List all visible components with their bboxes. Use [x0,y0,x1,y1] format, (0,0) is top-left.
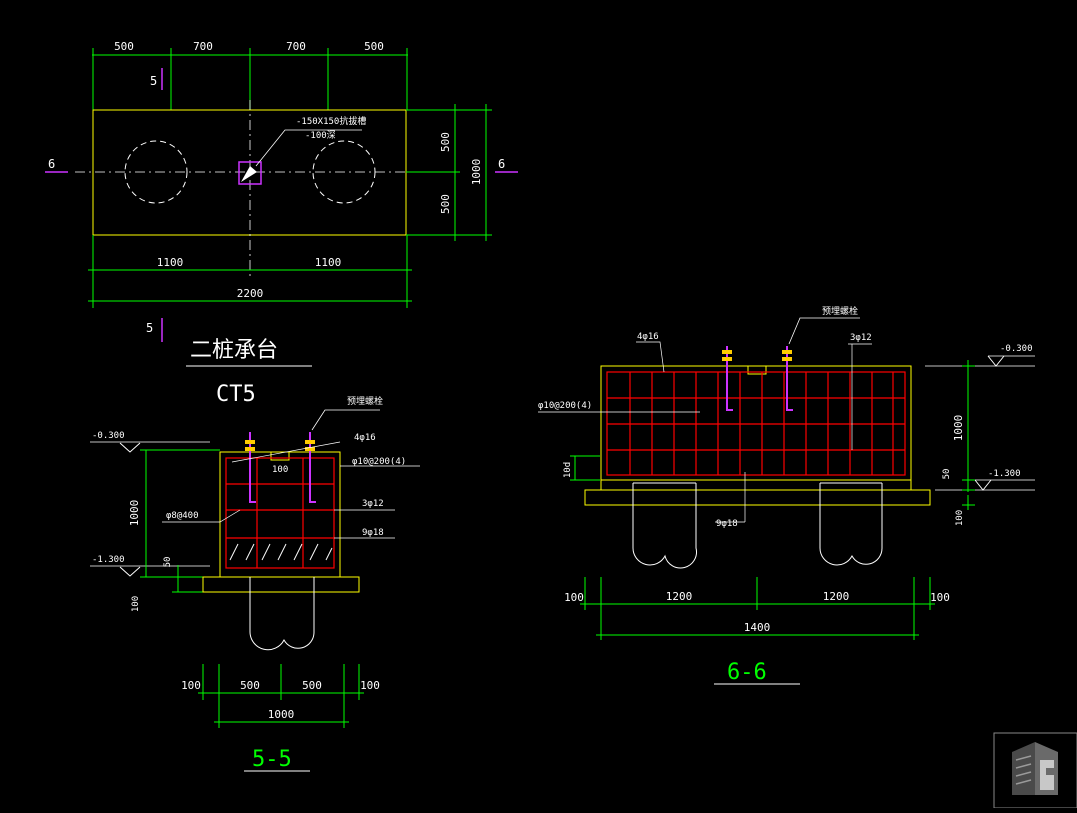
building-logo-icon [993,732,1077,809]
s66-bolt-leader [788,317,860,345]
s66-bottom-dim-1: 100 [564,591,584,604]
plan-right-dim-2: 500 [439,194,452,214]
section-5-5: -0.300 -1.300 1000 50 100 [90,395,420,772]
s55-rebar-mid: 3φ12 [362,499,384,509]
s66-cushion [584,489,931,506]
s55-height-dim: 1000 [128,500,141,527]
s66-pile-left [632,483,697,569]
leader-line [231,441,341,463]
plan-top-dim-4: 500 [364,40,384,53]
pocket-hatch-icon [241,166,257,182]
s55-bottom-dim-3: 500 [302,679,322,692]
s55-bolt-label: 预埋螺栓 [347,395,383,407]
plan-pile-right [312,140,376,204]
plan-section-mark-5-bottom: 5 [146,321,153,335]
s66-pocket [747,365,767,375]
s66-rebar-mid: 3φ12 [850,333,872,343]
s66-pile-right [819,483,883,566]
s66-rebar-stirrup: φ10@200(4) [538,401,592,411]
section-6-6: 预埋螺栓 4φ16 3φ12 φ10@200(4) 9φ18 10d -0.30… [538,305,1035,685]
plan-section-mark-6-right: 6 [498,157,505,171]
s55-bottom-dimensions [198,664,364,728]
s55-anchor-bolts [245,432,316,503]
s55-dim-50: 50 [163,557,173,568]
s55-inner-dim: 100 [272,465,288,475]
s66-total-width: 1400 [744,621,771,634]
s66-rebar-grid [606,371,906,476]
plan-anchor-pocket [238,161,262,185]
s66-section-label: 6-6 [727,660,767,685]
plan-bottom-dim-2: 1100 [315,256,342,269]
leader-line [636,341,665,373]
s55-hatch [229,543,333,561]
s66-right-dimensions [962,360,975,510]
plan-view: 500 700 700 500 5 -150X150抗拔槽 -100深 6 6 [45,40,518,407]
plan-bottom-dim-1: 1100 [157,256,184,269]
s55-rebar-top: 4φ16 [354,433,376,443]
s66-bottom-dim-2: 1200 [666,590,693,603]
s55-elev-top: -0.300 [92,431,125,441]
s55-rebar-cage [225,457,335,569]
s55-rebar-stirrup: φ10@200(4) [352,457,406,467]
s66-height-dim: 1000 [952,415,965,442]
plan-title-code: CT5 [216,382,256,407]
plan-pile-left [124,140,188,204]
s55-bolt-leader [311,409,380,431]
s55-bottom-dim-2: 500 [240,679,260,692]
s55-rebar-side: φ8@400 [166,511,199,521]
s55-bottom-dim-4: 100 [360,679,380,692]
s55-elev-bottom: -1.300 [92,555,125,565]
plan-top-dimensions [92,48,408,110]
plan-bottom-total: 2200 [237,287,264,300]
elevation-marker-icon [119,442,141,453]
s66-rebar-bottom: 9φ18 [716,519,738,529]
plan-right-dim-1: 500 [439,132,452,152]
s55-total-width: 1000 [268,708,295,721]
s66-elev-bottom: -1.300 [988,469,1021,479]
s55-pocket [270,451,290,461]
plan-section-mark-6-left: 6 [48,157,55,171]
plan-right-dimensions [406,104,492,241]
plan-top-dim-3: 700 [286,40,306,53]
plan-top-dim-1: 500 [114,40,134,53]
s66-bottom-dim-3: 1200 [823,590,850,603]
s55-pile [249,577,315,651]
s66-cap-outline [600,365,912,481]
s55-cushion [202,576,360,593]
s66-side-dim-label: 10d [563,462,573,478]
elevation-marker-icon [987,355,1005,367]
elevation-marker-icon [119,566,141,577]
elevation-marker-icon [974,479,992,491]
s66-dim-100: 100 [955,510,965,526]
s66-dim-50: 50 [942,469,952,480]
s55-rebar-bottom: 9φ18 [362,528,384,538]
plan-note-line2: -100深 [305,130,336,141]
plan-title-cn: 二桩承台 [190,338,278,363]
s66-rebar-top: 4φ16 [637,332,659,342]
leader-line [162,509,241,523]
plan-top-dim-2: 700 [193,40,213,53]
plan-note-line1: -150X150抗拔槽 [296,115,366,127]
plan-bottom-dimensions [88,235,412,308]
s66-bottom-dim-4: 100 [930,591,950,604]
s55-section-label: 5-5 [252,747,292,772]
plan-right-total: 1000 [470,159,483,186]
s66-elev-top: -0.300 [1000,344,1033,354]
s55-bottom-dim-1: 100 [181,679,201,692]
s55-dim-100: 100 [131,596,141,612]
s55-left-dimensions [140,449,220,593]
plan-note-leader [255,129,362,167]
s66-bottom-dimensions [580,577,935,640]
s66-bolt-label: 预埋螺栓 [822,305,858,317]
s66-side-dim [570,455,600,481]
plan-section-mark-5-top: 5 [150,74,157,88]
s66-anchor-bolts [722,346,793,411]
